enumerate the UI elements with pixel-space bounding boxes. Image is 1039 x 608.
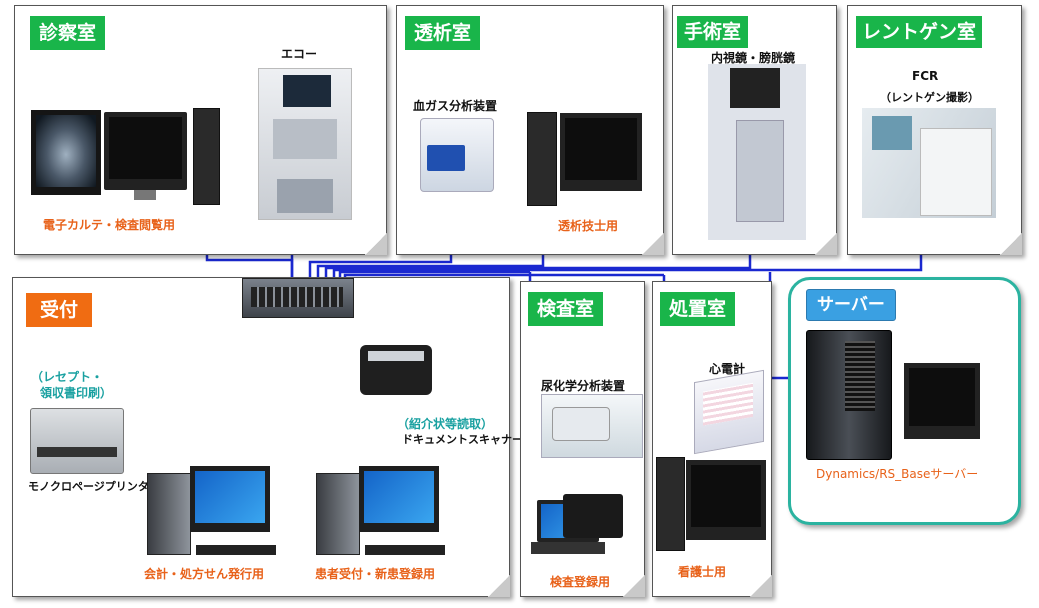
server-tower — [806, 330, 892, 460]
fcr-label-1: FCR — [912, 69, 939, 83]
scanner-label-2: ドキュメントスキャナー — [402, 433, 523, 446]
keyboard-icon — [196, 545, 276, 555]
pc-tower-icon — [527, 112, 557, 206]
endoscope-cart — [708, 64, 806, 240]
pc-caption-shochi: 看護士用 — [678, 565, 727, 579]
printer-label-2: 領収書印刷） — [40, 386, 113, 400]
ecg-machine — [694, 369, 764, 455]
server-caption: Dynamics/RS_Baseサーバー — [816, 467, 979, 481]
printer-caption: モノクロページプリンタ — [28, 480, 149, 493]
page-curl — [488, 575, 510, 597]
room-title-shochi: 処置室 — [660, 292, 736, 326]
pc-caption-kensa: 検査登録用 — [550, 575, 611, 589]
room-title-shinsatsu: 診察室 — [30, 16, 106, 50]
fcr-label-2: （レントゲン撮影） — [880, 91, 979, 104]
pc-tower-icon — [656, 457, 685, 551]
echo-label: エコー — [281, 47, 318, 61]
laptop-icon — [563, 494, 623, 538]
urine-analyzer — [541, 394, 643, 458]
pc-tower-icon — [193, 108, 220, 205]
page-curl — [642, 233, 664, 255]
room-title-shujutsu: 手術室 — [677, 16, 749, 48]
pc-caption-shinsatsu: 電子カルテ・検査閲覧用 — [43, 218, 176, 232]
room-title-server: サーバー — [806, 289, 896, 321]
pc-caption-touseki: 透析技士用 — [558, 219, 619, 233]
urine-analyzer-label: 尿化学分析装置 — [541, 379, 626, 393]
gas-analyzer-label: 血ガス分析装置 — [413, 99, 498, 113]
document-scanner — [360, 345, 432, 395]
keyboard-icon — [365, 545, 445, 555]
pc1-caption-uketsuke: 会計・処方せん発行用 — [144, 567, 265, 581]
room-title-rentogen: レントゲン室 — [856, 16, 983, 48]
monitor-icon — [904, 363, 980, 439]
monitor-icon — [104, 112, 187, 200]
xray-monitor — [31, 110, 101, 195]
page-curl — [815, 233, 837, 255]
pc-tower-icon — [147, 473, 191, 555]
printer-icon — [30, 408, 124, 474]
ecg-label: 心電計 — [709, 362, 746, 376]
ultrasound-machine — [258, 68, 352, 220]
scanner-label-1: （紹介状等読取） — [397, 417, 494, 431]
pc2-caption-uketsuke: 患者受付・新患登録用 — [315, 567, 436, 581]
pc-tower-icon — [316, 473, 360, 555]
network-switch — [242, 278, 354, 318]
page-curl — [365, 233, 387, 255]
monitor-icon — [190, 466, 270, 532]
monitor-icon — [359, 466, 439, 532]
monitor-icon — [560, 113, 642, 191]
monitor-icon — [686, 460, 766, 540]
room-title-kensa: 検査室 — [528, 292, 604, 326]
room-title-touseki: 透析室 — [405, 16, 481, 50]
fcr-machine — [862, 108, 996, 218]
room-title-uketsuke: 受付 — [26, 293, 93, 327]
printer-label-1: （レセプト・ — [31, 370, 104, 384]
page-curl — [1000, 233, 1022, 255]
page-curl — [623, 575, 645, 597]
blood-gas-analyzer — [420, 118, 494, 192]
page-curl — [750, 575, 772, 597]
endoscope-label: 内視鏡・膀胱鏡 — [711, 51, 796, 65]
